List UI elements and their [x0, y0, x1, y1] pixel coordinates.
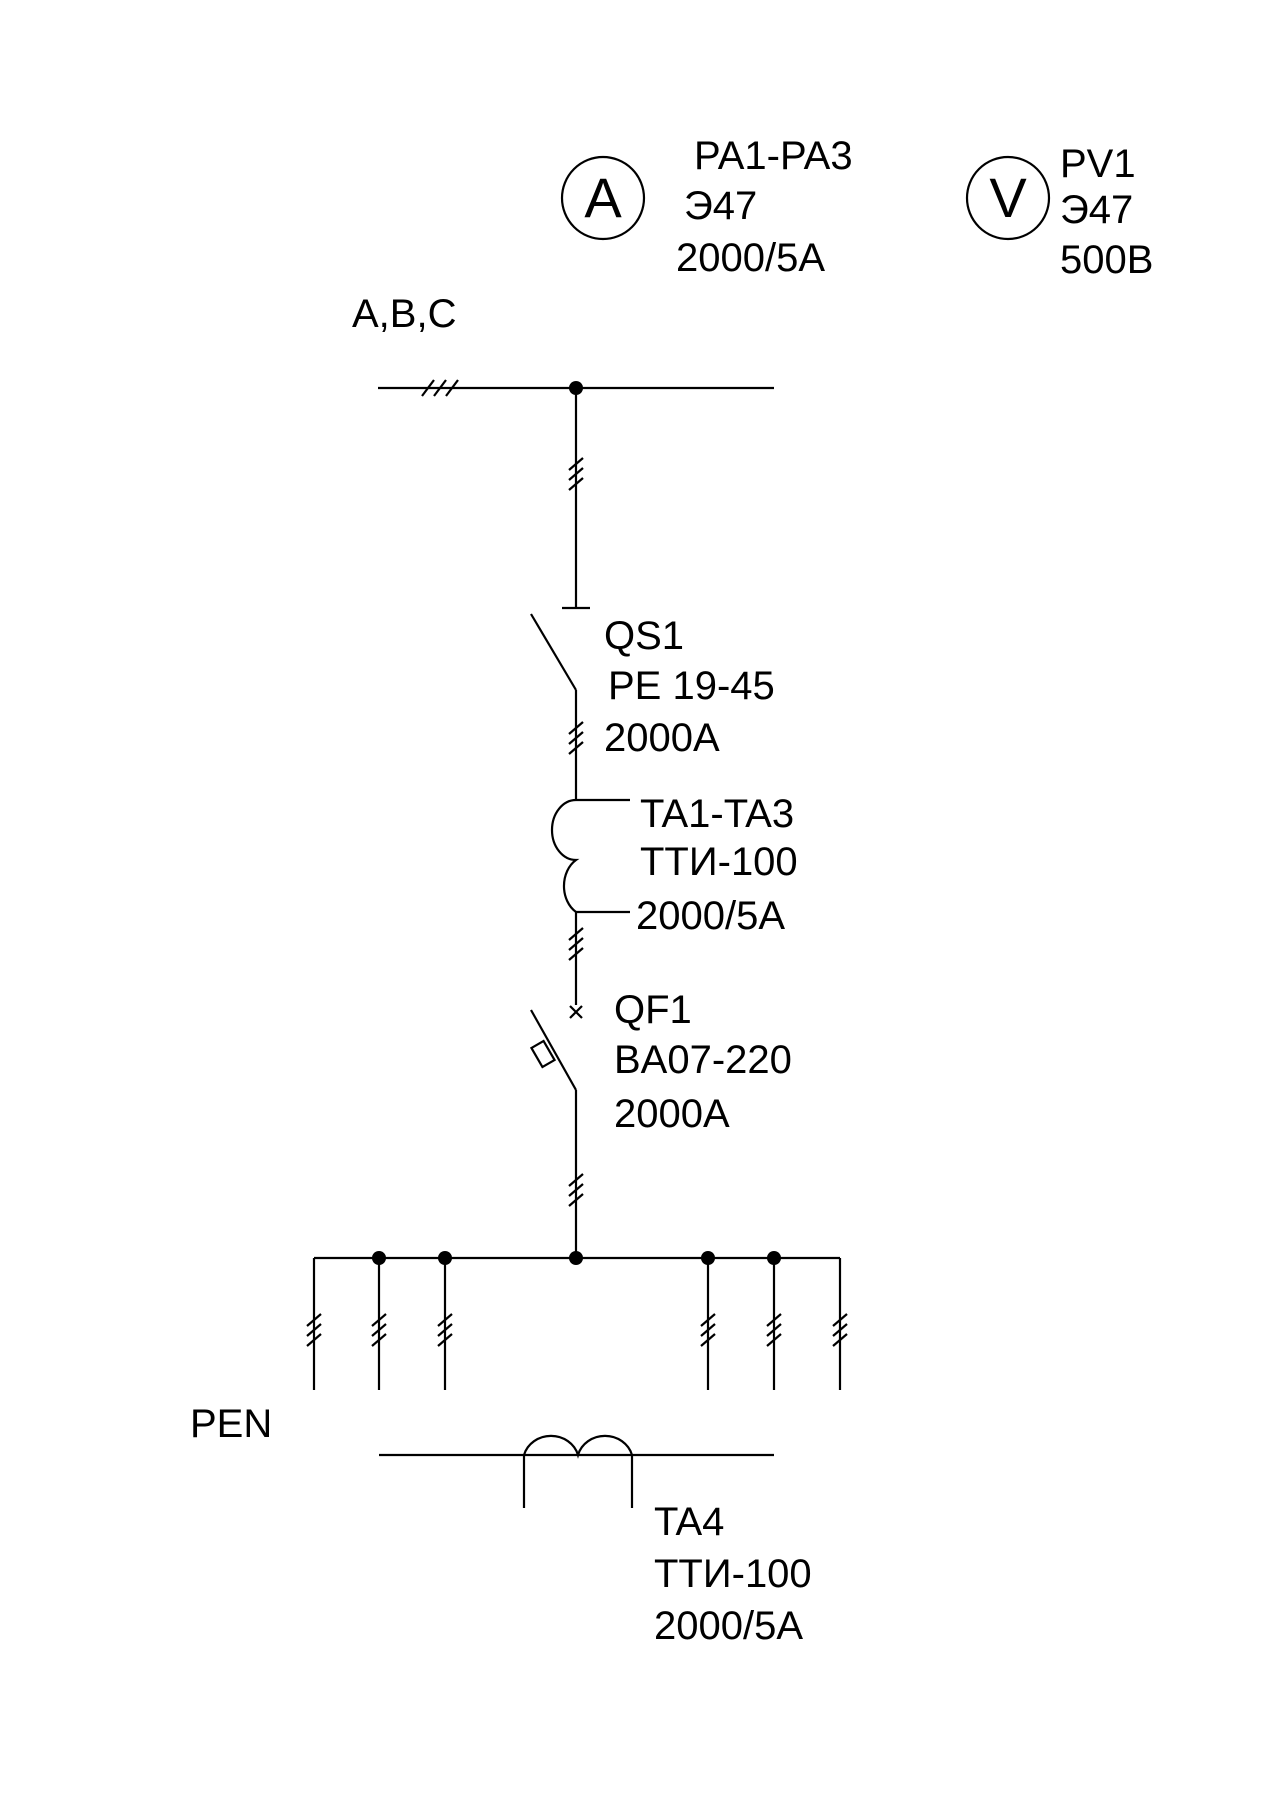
current-transformer-coil: [550, 798, 580, 913]
ammeter-designation: PA1-PA3: [694, 134, 853, 178]
neutral-ct-rating: 2000/5A: [654, 1604, 804, 1648]
outgoing-feeder-ticks: [306, 1313, 848, 1347]
breaker-designation: QF1: [614, 988, 692, 1032]
neutral-ct-designation: TA4: [654, 1500, 725, 1544]
pen-label: PEN: [190, 1402, 273, 1446]
voltmeter-designation: PV1: [1060, 142, 1136, 186]
switch-blade: [530, 613, 577, 691]
switch-rating: 2000A: [604, 716, 720, 760]
bus-phase-ticks: [421, 379, 459, 397]
ammeter-symbol: A: [584, 166, 622, 229]
ammeter-rating: 2000/5A: [676, 236, 826, 280]
neutral-ct-type: ТТИ-100: [654, 1552, 812, 1596]
ct-type: ТТИ-100: [640, 840, 798, 884]
feeder-ticks-qs: [568, 721, 584, 755]
feeder-ticks-top: [568, 457, 584, 491]
ammeter-circle: [560, 155, 646, 241]
ct-rating: 2000/5A: [636, 894, 786, 938]
breaker-blade: [530, 1009, 577, 1091]
voltmeter-symbol: V: [989, 166, 1027, 229]
output-junction-center: [569, 1251, 583, 1265]
ct-designation: TA1-TA3: [640, 792, 795, 836]
breaker-release: [529, 1039, 557, 1069]
ammeter-type: Э47: [684, 184, 758, 228]
busbar-phases-label: A,B,C: [352, 292, 457, 336]
switch-designation: QS1: [604, 614, 685, 658]
feeder-ticks-qf: [568, 1173, 584, 1207]
outgoing-feeders: [312, 1258, 842, 1390]
breaker-fixed-contact-x: [569, 1005, 583, 1019]
switch-type: PE 19-45: [608, 664, 775, 708]
breaker-rating: 2000A: [614, 1092, 730, 1136]
feeder-ticks-ta: [568, 927, 584, 961]
breaker-type: BA07-220: [614, 1038, 792, 1082]
voltmeter-circle: [965, 155, 1051, 241]
voltmeter-rating: 500В: [1060, 238, 1154, 282]
voltmeter-type: Э47: [1060, 188, 1134, 232]
neutral-transformer-coil: [522, 1434, 634, 1508]
